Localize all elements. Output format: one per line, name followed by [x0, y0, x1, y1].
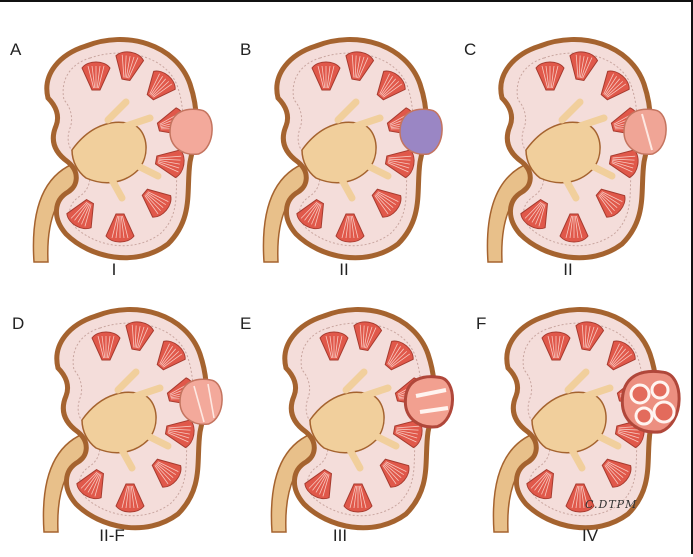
panel-a: A I — [8, 22, 230, 287]
category-label-e: III — [300, 526, 380, 546]
renal-cyst — [624, 109, 666, 154]
panel-d: D II-F — [18, 292, 240, 557]
kidney-illustration-f — [468, 292, 690, 557]
category-label-d: II-F — [72, 526, 152, 546]
renal-cyst — [170, 109, 212, 154]
kidney-illustration-b — [238, 22, 460, 287]
kidney-illustration-a — [8, 22, 230, 287]
category-label-c: II — [528, 260, 608, 280]
kidney-illustration-e — [246, 292, 468, 557]
kidney-illustration-d — [18, 292, 240, 557]
category-label-f: IV — [550, 526, 630, 546]
panel-b: B II — [238, 22, 460, 287]
illustrator-signature: C.DTPM — [585, 498, 637, 511]
panel-c: C II — [462, 22, 684, 287]
renal-cyst — [400, 109, 442, 154]
kidney-illustration-c — [462, 22, 684, 287]
panel-e: E III — [246, 292, 468, 557]
category-label-a: I — [74, 260, 154, 280]
renal-cyst — [622, 371, 679, 432]
renal-cyst — [180, 379, 222, 424]
renal-cyst — [405, 377, 452, 427]
panel-f: F IV — [468, 292, 690, 557]
category-label-b: II — [304, 260, 384, 280]
